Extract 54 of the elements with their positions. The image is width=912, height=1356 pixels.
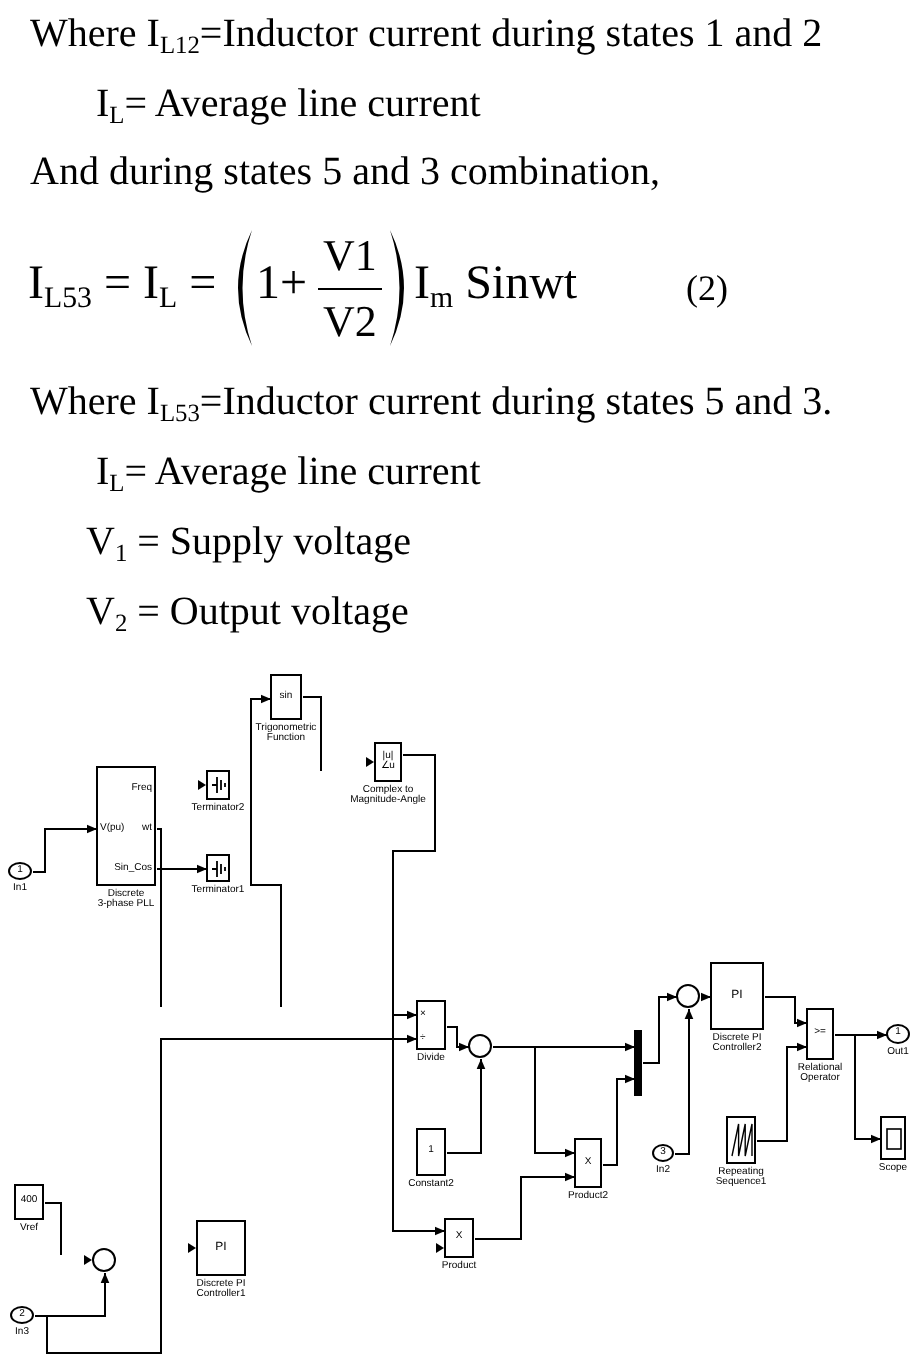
signal-arrow (446, 1026, 470, 1052)
body-text: Where I$_{L12}$=Inductor current during states 1 and 2 (30, 14, 823, 54)
constant-block (416, 1128, 446, 1176)
pll-block (96, 766, 156, 886)
signal-arrow (834, 1034, 882, 1144)
divide-block (416, 1000, 446, 1050)
constant-block (14, 1184, 44, 1220)
product-block (444, 1218, 474, 1258)
signal-arrow (602, 1074, 636, 1166)
function-block (270, 674, 302, 720)
signal-arrow (756, 1042, 808, 1142)
signal-arrow (250, 694, 282, 1008)
equation-numerator: V1 (321, 234, 379, 278)
body-text: V$_{1}$ = Supply voltage (86, 522, 411, 562)
sum-circle (676, 984, 700, 1008)
body-text: I$_{L}$= Average line current (96, 452, 481, 492)
equation-text: 1+ (256, 260, 308, 308)
body-text: I$_{L}$= Average line current (96, 84, 481, 124)
sum-circle (92, 1248, 116, 1272)
signal-arrow (474, 1172, 576, 1240)
output-port (886, 1024, 910, 1044)
equation-text: I$_{m}$ Sinwt (414, 260, 578, 308)
operator-block (806, 1008, 834, 1060)
signal-arrow (674, 1008, 694, 1155)
terminator-block (206, 770, 230, 800)
controller-block (196, 1220, 246, 1276)
signal-arrow (446, 1058, 486, 1154)
signal-line (44, 1202, 62, 1256)
signal-arrow (32, 824, 98, 873)
sum-circle (468, 1034, 492, 1058)
scope-block (880, 1116, 906, 1160)
input-port (10, 1306, 34, 1324)
signal-arrow (156, 864, 208, 874)
signal-source-block (726, 1116, 756, 1164)
signal-line (156, 828, 162, 1008)
body-text: V$_{2}$ = Output voltage (86, 592, 409, 632)
body-text: And during states 5 and 3 combination, (30, 152, 660, 192)
equation-text: I$_{L53}$ = I$_{L}$ = (28, 260, 217, 308)
signal-arrow (642, 992, 678, 1064)
equation-denominator: V2 (321, 300, 379, 344)
product-block (574, 1138, 602, 1188)
mux-bar (634, 1030, 642, 1096)
signal-arrow (764, 996, 808, 1028)
signal-line (302, 696, 322, 772)
signal-arrow (492, 1046, 576, 1158)
input-port (8, 862, 32, 880)
controller-block (710, 962, 764, 1030)
function-block (374, 742, 402, 782)
terminator-block (206, 854, 230, 882)
body-text: Where I$_{L53}$=Inductor current during states 5 and 3. (30, 382, 833, 422)
equation-number: (2) (686, 270, 728, 306)
signal-arrow (392, 754, 446, 1236)
signal-arrow (700, 992, 712, 1002)
input-port (652, 1144, 674, 1162)
